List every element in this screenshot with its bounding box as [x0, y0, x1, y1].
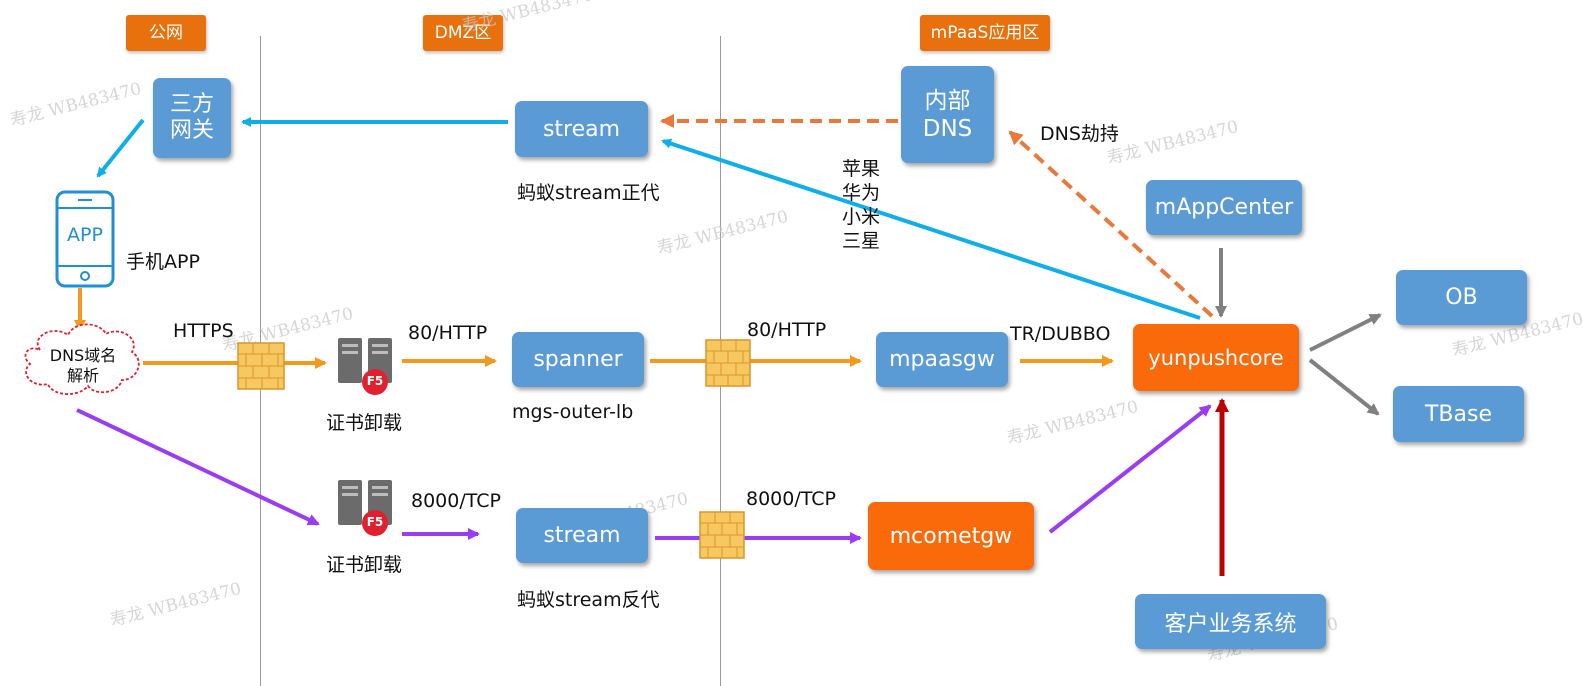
firewall-icon [699, 511, 745, 559]
phone-icon [55, 190, 115, 288]
dns-hijack-label: DNS劫持 [1040, 123, 1119, 145]
mappcenter-node[interactable]: mAppCenter [1146, 180, 1302, 235]
f5-label-bottom: F5 [366, 515, 384, 529]
mobile-app-caption: 手机APP [126, 251, 200, 273]
stream-forward-proxy-caption: 蚂蚁stream正代 [517, 182, 660, 204]
firewall-icon [237, 342, 285, 390]
mgs-outer-lb-label: mgs-outer-lb [512, 401, 634, 423]
tr-dubbo-label: TR/DUBBO [1010, 323, 1111, 345]
http80-label-a: 80/HTTP [408, 322, 488, 344]
arrow-yunpushcore-to-stream [661, 138, 1201, 320]
stream-bottom-node[interactable]: stream [516, 508, 648, 563]
internal-dns-node[interactable]: 内部 DNS [901, 66, 994, 163]
vendor-channels-label: 苹果 华为 小米 三星 [842, 158, 881, 252]
stream-top-node[interactable]: stream [515, 101, 648, 157]
ob-node[interactable]: OB [1396, 270, 1527, 325]
yunpushcore-node[interactable]: yunpushcore [1133, 324, 1299, 391]
f5-server-icon [338, 338, 392, 395]
mcometgw-node[interactable]: mcometgw [868, 502, 1034, 570]
firewall-icon [705, 339, 751, 387]
app-label: APP [67, 224, 103, 246]
arrow-mcometgw-to-yunpushcore [1048, 404, 1212, 534]
arrow-yunpushcore-to-dns [1008, 130, 1214, 318]
http80-label-b: 80/HTTP [747, 319, 827, 341]
f5-label-top: F5 [366, 374, 384, 388]
arrow-yunpushcore-to-ob [1309, 313, 1382, 352]
arrow-dns-to-f5-bottom [76, 408, 320, 526]
spanner-node[interactable]: spanner [512, 332, 644, 387]
zone-dmz: DMZ区 [423, 15, 503, 51]
cloud-icon [24, 323, 140, 395]
tbase-node[interactable]: TBase [1393, 386, 1524, 442]
tcp8000-label-a: 8000/TCP [411, 490, 501, 512]
stream-reverse-proxy-caption: 蚂蚁stream反代 [517, 589, 660, 611]
tcp8000-label-b: 8000/TCP [746, 488, 836, 510]
zone-mpaas-app: mPaaS应用区 [920, 15, 1050, 51]
arrow-gateway-to-app [96, 118, 145, 178]
https-label: HTTPS [173, 320, 234, 342]
dns-cloud-label: DNS域名 解析 [49, 346, 117, 385]
f5-server-icon [338, 480, 392, 536]
zone-public-network: 公网 [126, 15, 206, 51]
customer-business-system-node[interactable]: 客户业务系统 [1135, 594, 1326, 649]
third-party-gateway-node[interactable]: 三方 网关 [153, 78, 231, 158]
cert-offload-label-bottom: 证书卸载 [326, 554, 403, 576]
cert-offload-label-top: 证书卸载 [326, 412, 403, 434]
mpaasgw-node[interactable]: mpaasgw [876, 332, 1008, 387]
arrow-yunpushcore-to-tbase [1308, 358, 1380, 416]
